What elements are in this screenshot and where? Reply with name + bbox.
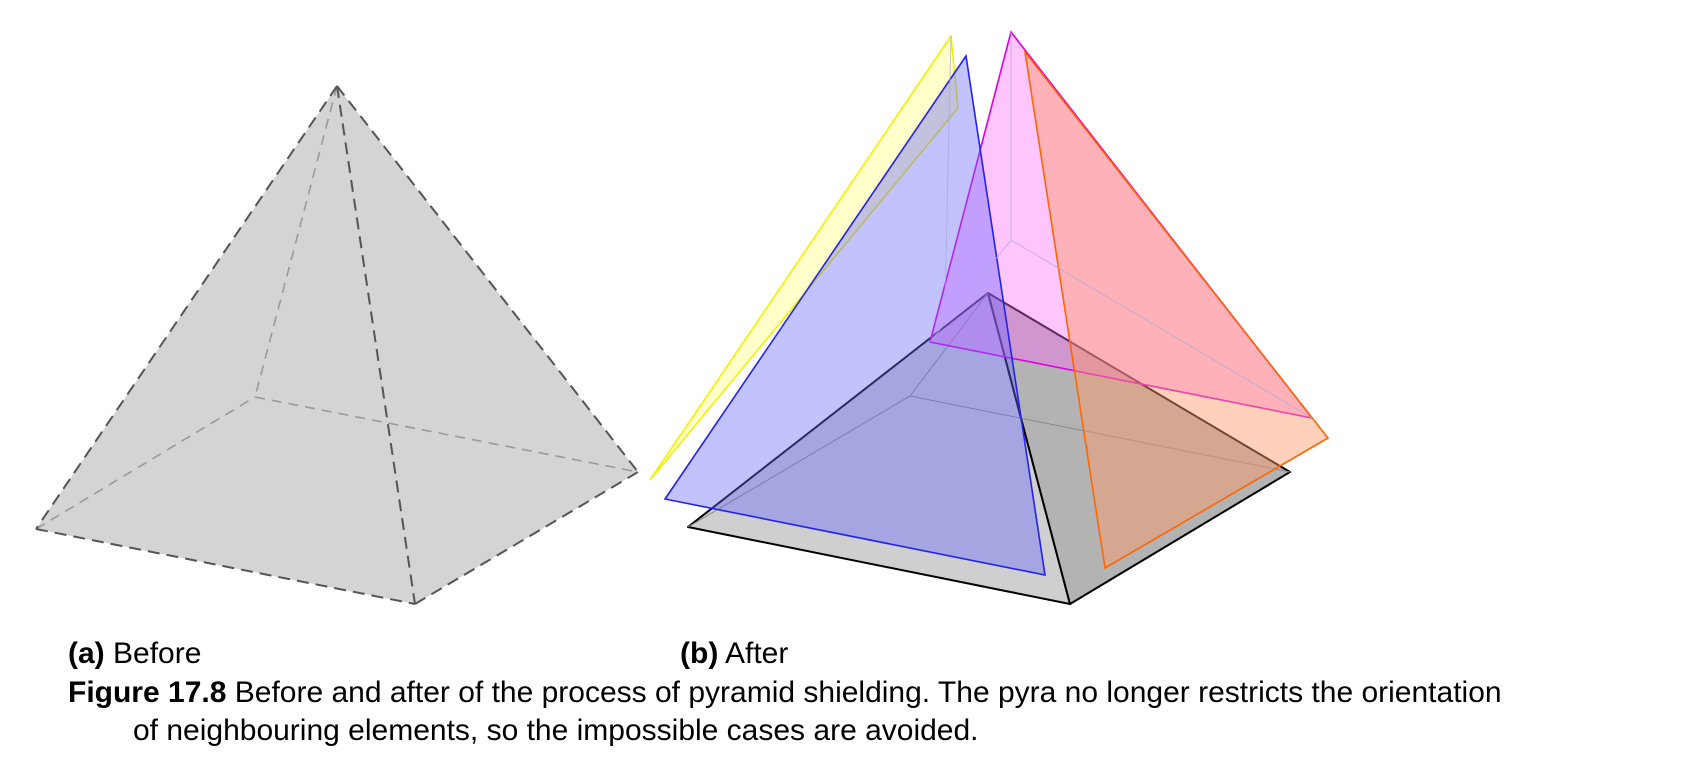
- figure-caption-text-1: Before and after of the process of pyram…: [234, 676, 1502, 709]
- shield-inner-lines: [929, 32, 1313, 419]
- figure-caption-line-2: of neighbouring elements, so the impossi…: [133, 714, 979, 747]
- shield-plane-orange: [1023, 49, 1330, 570]
- pyramid-after-body: [687, 292, 1291, 605]
- pyramid-before-silhouette: [36, 86, 638, 604]
- subfigure-b-title: After: [725, 637, 789, 670]
- subfigure-b-label: (b): [680, 637, 719, 670]
- figure-caption-label: Figure 17.8: [68, 676, 227, 709]
- shield-plane-blue: [663, 53, 1046, 577]
- pyramid-before-hidden-edges: [35, 85, 639, 530]
- subfigure-a-label: (a): [68, 637, 105, 670]
- subfigure-a-caption: (a) Before: [68, 636, 201, 672]
- figure-artwork: [35, 30, 1330, 605]
- figure-caption-line-1: Figure 17.8 Before and after of the proc…: [68, 674, 1668, 712]
- pyramid-before: [35, 85, 639, 605]
- pyramid-after-face-right: [987, 292, 1291, 605]
- pyramid-after: [649, 30, 1330, 605]
- pyramid-before-visible-edges: [35, 85, 639, 605]
- subfigure-a-title: Before: [113, 637, 202, 670]
- subfigure-b-caption: (b) After: [680, 636, 788, 672]
- figure-caption: Figure 17.8 Before and after of the proc…: [68, 674, 1668, 750]
